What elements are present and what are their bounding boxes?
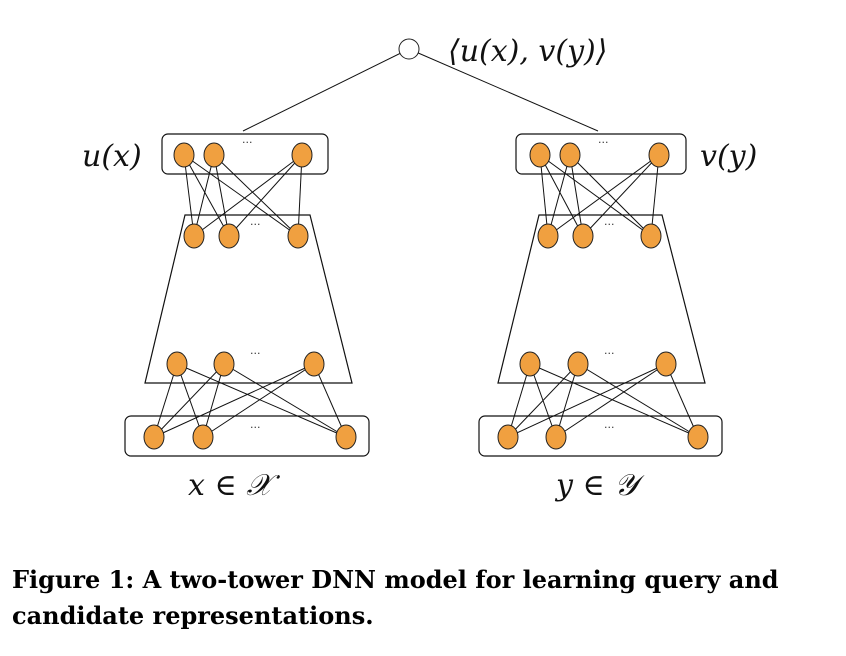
right-top-node-2 xyxy=(648,142,670,168)
left-inp-node-1 xyxy=(192,424,214,450)
left-h1-node-0 xyxy=(183,223,205,249)
left-embedding-label: u(x) xyxy=(82,139,142,174)
left-inp-node-0 xyxy=(143,424,165,450)
neuron-nodes xyxy=(143,38,709,450)
right-edge-input-1-1 xyxy=(555,363,579,438)
right-edge-top-1-2 xyxy=(569,154,652,237)
left-edge-input-1-1 xyxy=(202,363,225,438)
right-input-label: y ∈ 𝒴 xyxy=(554,468,645,503)
connection-lines xyxy=(153,48,699,438)
left-ellipsis-0: ... xyxy=(242,133,253,146)
right-input-box xyxy=(478,415,723,457)
output-to-right-line xyxy=(408,48,599,132)
left-edge-input-0-2 xyxy=(176,363,347,438)
left-h2-node-1 xyxy=(213,351,235,377)
left-edge-top-2-0 xyxy=(193,154,303,237)
left-edge-top-1-2 xyxy=(213,154,299,237)
right-inp-node-2 xyxy=(687,424,709,450)
left-h1-node-2 xyxy=(287,223,309,249)
right-inp-node-1 xyxy=(545,424,567,450)
left-top-node-2 xyxy=(291,142,313,168)
left-top-node-1 xyxy=(203,142,225,168)
right-edge-top-1-0 xyxy=(547,154,571,237)
left-edge-top-1-1 xyxy=(213,154,230,237)
right-edge-top-2-1 xyxy=(582,154,660,237)
right-top-node-0 xyxy=(529,142,551,168)
right-edge-input-0-0 xyxy=(507,363,531,438)
two-tower-diagram: ........................ ⟨u(x), v(y)⟩ u(… xyxy=(82,34,757,503)
right-edge-input-2-2 xyxy=(665,363,699,438)
right-edge-top-2-2 xyxy=(650,154,660,237)
left-edge-input-1-0 xyxy=(153,363,225,438)
right-edge-top-0-1 xyxy=(539,154,584,237)
left-edge-input-1-2 xyxy=(223,363,347,438)
right-edge-top-2-0 xyxy=(547,154,660,237)
right-h2-node-2 xyxy=(655,351,677,377)
left-embedding-box xyxy=(161,133,329,175)
left-edge-input-0-1 xyxy=(176,363,204,438)
right-edge-input-2-1 xyxy=(555,363,667,438)
right-h1-node-1 xyxy=(572,223,594,249)
left-edge-input-2-0 xyxy=(153,363,315,438)
left-tower-trapezoid xyxy=(144,214,353,384)
right-edge-input-1-0 xyxy=(507,363,579,438)
right-h2-node-0 xyxy=(519,351,541,377)
right-ellipsis-3: ... xyxy=(604,418,615,431)
right-edge-top-1-1 xyxy=(569,154,584,237)
left-edge-input-0-0 xyxy=(153,363,178,438)
left-edge-top-2-2 xyxy=(297,154,303,237)
figure-caption: Figure 1: A two-tower DNN model for lear… xyxy=(12,565,779,630)
output-node xyxy=(398,38,420,60)
left-h2-node-0 xyxy=(166,351,188,377)
right-tower-trapezoid xyxy=(497,214,706,384)
right-ellipsis-0: ... xyxy=(598,133,609,146)
left-edge-top-0-2 xyxy=(183,154,299,237)
output-label: ⟨u(x), v(y)⟩ xyxy=(448,34,607,69)
left-edge-top-2-1 xyxy=(228,154,303,237)
left-edge-input-2-2 xyxy=(313,363,347,438)
left-h2-node-2 xyxy=(303,351,325,377)
left-edge-top-0-1 xyxy=(183,154,230,237)
left-h1-node-1 xyxy=(218,223,240,249)
right-h1-node-2 xyxy=(640,223,662,249)
right-ellipsis-2: ... xyxy=(604,344,615,357)
right-edge-input-2-0 xyxy=(507,363,667,438)
left-edge-top-1-0 xyxy=(193,154,215,237)
left-inp-node-2 xyxy=(335,424,357,450)
left-input-label: x ∈ 𝒳 xyxy=(188,468,280,503)
left-ellipsis-1: ... xyxy=(250,215,261,228)
right-edge-top-0-0 xyxy=(539,154,549,237)
right-h1-node-0 xyxy=(537,223,559,249)
right-top-node-1 xyxy=(559,142,581,168)
right-embedding-label: v(y) xyxy=(700,139,757,174)
left-edge-input-2-1 xyxy=(202,363,315,438)
tower-shapes xyxy=(124,133,723,457)
right-h2-node-1 xyxy=(567,351,589,377)
left-ellipsis-3: ... xyxy=(250,418,261,431)
output-to-left-line xyxy=(242,48,410,132)
left-ellipsis-2: ... xyxy=(250,344,261,357)
left-top-node-0 xyxy=(173,142,195,168)
right-inp-node-0 xyxy=(497,424,519,450)
right-ellipsis-1: ... xyxy=(604,215,615,228)
right-edge-input-0-2 xyxy=(529,363,699,438)
right-edge-top-0-2 xyxy=(539,154,652,237)
ellipsis-markers: ........................ xyxy=(242,133,615,431)
right-embedding-box xyxy=(515,133,687,175)
left-input-box xyxy=(124,415,370,457)
left-edge-top-0-0 xyxy=(183,154,195,237)
right-edge-input-1-2 xyxy=(577,363,699,438)
